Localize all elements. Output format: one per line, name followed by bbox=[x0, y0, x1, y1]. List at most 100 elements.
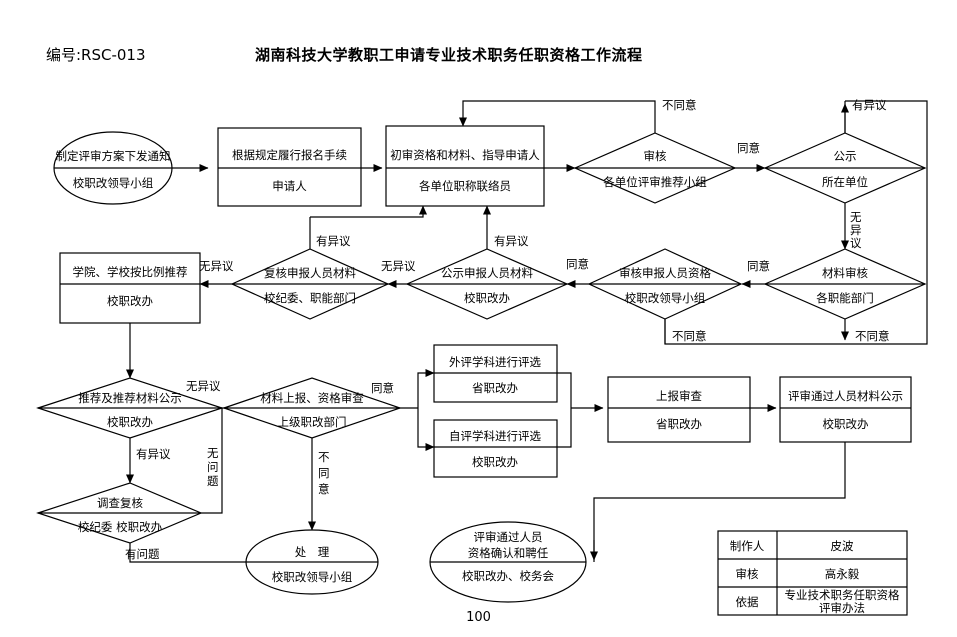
label-disagree-report-2: 同 bbox=[318, 466, 330, 480]
node-bottom-label: 申请人 bbox=[272, 179, 307, 193]
info-table: 制作人 皮波 审核 高永毅 依据 专业技术职务任职资格 评审办法 bbox=[717, 530, 908, 616]
node-bottom-label: 各职能部门 bbox=[816, 291, 874, 305]
label-no-objection-publicity-1: 无 bbox=[850, 210, 862, 224]
edge-n4-disagree-to-n3 bbox=[459, 100, 656, 133]
node-self-review[interactable]: 自评学科进行评选 校职改办 bbox=[433, 419, 558, 478]
node-top-label: 处 理 bbox=[295, 545, 330, 559]
node-report-qualification-review[interactable]: 材料上报、资格审查 上级职改部门 bbox=[222, 377, 402, 439]
label-disagree-review: 不同意 bbox=[662, 98, 697, 112]
node-registration-procedure[interactable]: 根据规定履行报名手续 申请人 bbox=[217, 127, 362, 207]
node-top-label: 公示申报人员材料 bbox=[441, 266, 533, 280]
node-top-label: 根据规定履行报名手续 bbox=[232, 148, 347, 162]
node-bottom-label: 所在单位 bbox=[822, 175, 868, 189]
info-row-value-2b: 评审办法 bbox=[819, 601, 865, 615]
node-recheck-materials[interactable]: 复核申报人员材料 校纪委、职能部门 bbox=[230, 248, 390, 320]
edge-n16-route bbox=[593, 442, 846, 562]
label-no-problem-2: 问 bbox=[207, 460, 219, 474]
node-bottom-label: 校职改办 bbox=[823, 417, 869, 431]
node-top-label: 自评学科进行评选 bbox=[449, 429, 541, 443]
node-investigate-recheck[interactable]: 调查复核 校纪委 校职改办 bbox=[36, 482, 203, 544]
node-bottom-label: 上级职改部门 bbox=[278, 415, 347, 429]
label-no-objection-publicity-2: 异 bbox=[850, 223, 862, 237]
label-agree-qual-audit: 同意 bbox=[566, 257, 589, 271]
info-row-value-2: 专业技术职务任职资格 bbox=[785, 588, 900, 602]
node-top-label: 审核 bbox=[644, 149, 667, 163]
label-agree-material-audit: 同意 bbox=[747, 259, 770, 273]
node-bottom-label: 校纪委、职能部门 bbox=[264, 291, 356, 305]
label-agree-review: 同意 bbox=[737, 141, 760, 155]
node-top-label: 评审通过人员 bbox=[474, 530, 543, 544]
label-no-objection-publish-materials: 无异议 bbox=[381, 259, 416, 273]
node-bottom-label: 校职改领导小组 bbox=[272, 570, 353, 584]
node-handling[interactable]: 处 理 校职改领导小组 bbox=[245, 529, 379, 595]
node-publish-applicant-materials[interactable]: 公示申报人员材料 校职改办 bbox=[405, 248, 569, 320]
node-bottom-label: 省职改办 bbox=[472, 381, 518, 395]
info-row-label-1: 审核 bbox=[736, 567, 759, 581]
node-top-label: 学院、学校按比例推荐 bbox=[73, 265, 188, 279]
edge-n17-noproblem bbox=[201, 408, 223, 514]
node-qualification-audit[interactable]: 审核申报人员资格 校职改领导小组 bbox=[587, 248, 743, 320]
node-bottom-label: 校职改办 bbox=[107, 415, 153, 429]
node-top-label: 评审通过人员材料公示 bbox=[788, 389, 903, 403]
node-unit-publicity[interactable]: 公示 所在单位 bbox=[763, 132, 927, 204]
node-top-label: 制定评审方案下发通知 bbox=[56, 149, 171, 163]
label-disagree-report-1: 不 bbox=[318, 450, 330, 464]
node-recommend-publicity[interactable]: 推荐及推荐材料公示 校职改办 bbox=[36, 377, 224, 439]
info-row-label-0: 制作人 bbox=[730, 539, 765, 553]
info-row-label-2: 依据 bbox=[736, 595, 759, 609]
info-row-value-1: 高永毅 bbox=[825, 567, 860, 581]
edge-n17-n18 bbox=[129, 543, 263, 566]
node-top-label-2: 资格确认和聘任 bbox=[468, 546, 549, 560]
node-preliminary-review[interactable]: 初审资格和材料、指导申请人 各单位职称联络员 bbox=[385, 125, 545, 207]
node-bottom-label: 校职改办 bbox=[464, 291, 510, 305]
label-agree-report: 同意 bbox=[371, 381, 394, 395]
info-row-value-0: 皮波 bbox=[831, 539, 854, 553]
node-bottom-label: 各单位评审推荐小组 bbox=[603, 175, 707, 189]
edge-n14-merge bbox=[557, 408, 572, 448]
node-top-label: 复核申报人员材料 bbox=[264, 266, 356, 280]
node-approved-publicity[interactable]: 评审通过人员材料公示 校职改办 bbox=[779, 376, 912, 443]
node-report-examination[interactable]: 上报审查 省职改办 bbox=[607, 376, 751, 443]
node-unit-review[interactable]: 审核 各单位评审推荐小组 bbox=[573, 132, 737, 204]
page-number: 100 bbox=[466, 610, 491, 625]
label-objection-recommend: 有异议 bbox=[136, 447, 171, 461]
edge-n13-merge bbox=[557, 372, 572, 408]
node-external-review[interactable]: 外评学科进行评选 省职改办 bbox=[433, 344, 558, 403]
document-number: 编号:RSC-013 bbox=[46, 46, 146, 64]
edge-n5-objection-route bbox=[664, 100, 928, 345]
node-top-label: 推荐及推荐材料公示 bbox=[78, 391, 182, 405]
node-bottom-label: 校职改领导小组 bbox=[625, 291, 706, 305]
node-top-label: 外评学科进行评选 bbox=[449, 355, 541, 369]
node-formulate-plan[interactable]: 制定评审方案下发通知 校职改领导小组 bbox=[53, 131, 173, 205]
label-no-problem-1: 无 bbox=[207, 446, 219, 460]
label-no-objection-recommend: 无异议 bbox=[186, 379, 221, 393]
label-has-problem: 有问题 bbox=[125, 547, 160, 561]
label-no-problem-3: 题 bbox=[207, 474, 219, 488]
node-material-audit[interactable]: 材料审核 各职能部门 bbox=[763, 248, 927, 320]
label-disagree-report-3: 意 bbox=[318, 482, 330, 496]
node-top-label: 初审资格和材料、指导申请人 bbox=[390, 148, 540, 162]
node-confirm-appointment[interactable]: 评审通过人员 资格确认和聘任 校职改办、校务会 bbox=[429, 521, 587, 603]
edge-n12-n14 bbox=[417, 408, 435, 451]
node-bottom-label: 省职改办 bbox=[656, 417, 702, 431]
label-disagree-qual-audit: 不同意 bbox=[672, 329, 707, 343]
node-top-label: 审核申报人员资格 bbox=[619, 266, 711, 280]
label-no-objection-publicity-3: 议 bbox=[850, 236, 862, 250]
label-no-objection-recheck: 无异议 bbox=[199, 259, 234, 273]
edge-labels: 不同意 同意 有异议 无 异 议 同意 不同意 不同意 同意 有异议 无异议 有… bbox=[125, 98, 890, 561]
page-title: 湖南科技大学教职工申请专业技术职务任职资格工作流程 bbox=[255, 46, 643, 64]
node-top-label: 材料审核 bbox=[822, 266, 868, 280]
node-top-label: 材料上报、资格审查 bbox=[260, 391, 364, 405]
label-objection-publicity: 有异议 bbox=[852, 98, 887, 112]
label-disagree-material-audit: 不同意 bbox=[855, 329, 890, 343]
node-bottom-label: 各单位职称联络员 bbox=[419, 179, 511, 193]
label-objection-recheck: 有异议 bbox=[316, 234, 351, 248]
node-proportional-recommend[interactable]: 学院、学校按比例推荐 校职改办 bbox=[59, 252, 201, 324]
node-bottom-label: 校职改办 bbox=[107, 294, 153, 308]
node-bottom-label: 校职改办 bbox=[472, 455, 518, 469]
label-objection-publish-materials: 有异议 bbox=[494, 234, 529, 248]
edge-n12-n13 bbox=[417, 369, 435, 408]
node-bottom-label: 校纪委 校职改办 bbox=[78, 520, 163, 534]
